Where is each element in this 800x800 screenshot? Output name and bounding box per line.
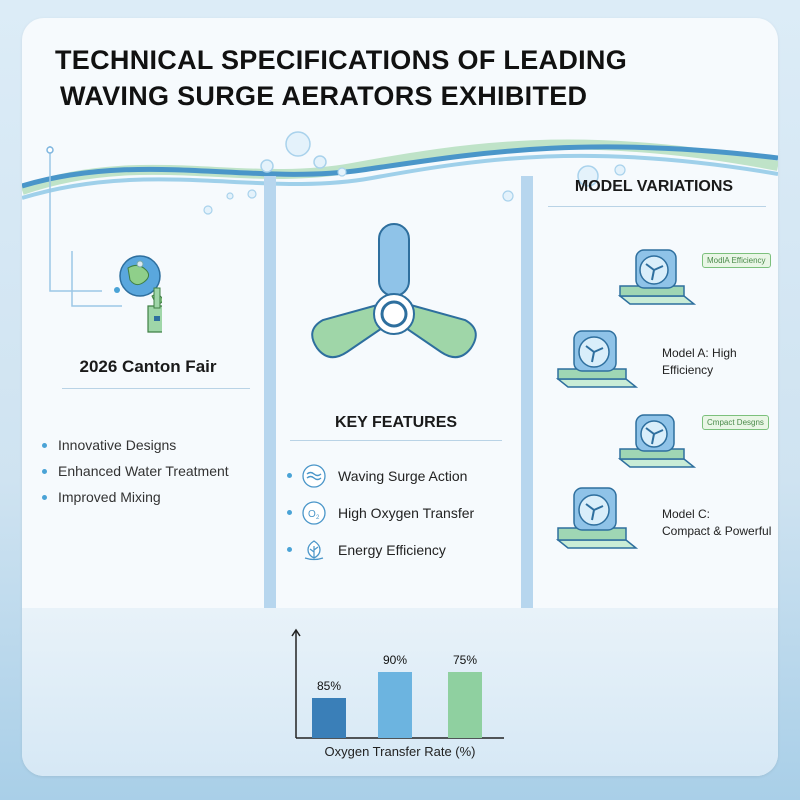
- aerator-model-image: [555, 330, 639, 388]
- title-line-1: TECHNICAL SPECIFICATIONS OF LEADING: [55, 45, 628, 75]
- page-title: TECHNICAL SPECIFICATIONS OF LEADING WAVI…: [55, 42, 627, 114]
- bubble-icon: [502, 190, 514, 202]
- list-item: Energy Efficiency: [287, 531, 474, 568]
- chart-data-label: 85%: [317, 679, 341, 693]
- left-heading: 2026 Canton Fair: [79, 357, 217, 376]
- left-heading-rule: [62, 388, 250, 389]
- bubble-icon: [577, 165, 599, 187]
- bubble-icon: [313, 155, 327, 169]
- chart-data-label: 75%: [453, 653, 477, 667]
- wave-banner-illustration: [22, 131, 778, 215]
- column-divider: [521, 176, 533, 616]
- model-label-line: Compact & Powerful: [662, 524, 772, 538]
- right-heading-rule: [548, 206, 766, 207]
- list-item: O 2 High Oxygen Transfer: [287, 494, 474, 531]
- title-line-2: WAVING SURGE AERATORS EXHIBITED: [60, 81, 588, 111]
- list-item: Waving Surge Action: [287, 457, 474, 494]
- model-label-line: Model A: High: [662, 346, 737, 360]
- globe-factory-icon: [46, 146, 162, 333]
- bullet-dot: [287, 510, 292, 515]
- leaf-icon: [304, 539, 324, 560]
- feature-label: Energy Efficiency: [338, 541, 446, 558]
- wave-icon: [302, 463, 326, 488]
- bubble-icon: [337, 167, 347, 177]
- chart-bar: [312, 698, 346, 738]
- aerator-model-image: [617, 414, 697, 468]
- model-label-line: Model C:: [662, 507, 711, 521]
- list-item: Improved Mixing: [40, 484, 229, 510]
- bubble-icon: [247, 189, 257, 199]
- model-tag: Cmpact Desgns: [702, 415, 769, 430]
- svg-text:2: 2: [316, 515, 320, 521]
- feature-list: Waving Surge Action O 2 High Oxygen Tran…: [287, 457, 474, 568]
- chart-y-axis-arrow: [291, 628, 301, 637]
- chart-bar: [448, 672, 482, 738]
- column-divider: [264, 176, 276, 616]
- center-heading: KEY FEATURES: [334, 414, 458, 431]
- list-item: Enhanced Water Treatment: [40, 458, 229, 484]
- model-label-line: Efficiency: [662, 363, 714, 377]
- model-tag: ModlA Efficiency: [702, 253, 771, 268]
- bubble-icon: [226, 192, 234, 200]
- right-heading: MODEL VARIATIONS: [574, 178, 734, 195]
- bullet-dot: [287, 473, 292, 478]
- feature-label: Waving Surge Action: [338, 467, 468, 484]
- bubble-icon: [614, 164, 626, 176]
- bubble-icon: [203, 205, 213, 215]
- bullet-dot: [287, 547, 292, 552]
- aerator-propeller-icon: [311, 223, 477, 359]
- bubble-icon: [260, 159, 274, 173]
- chart-data-label: 90%: [383, 653, 407, 667]
- model-label: Model A: High Efficiency: [662, 345, 737, 379]
- oxygen-transfer-bar-chart: 85% 90% 75%: [291, 628, 504, 739]
- chart-bar: [378, 672, 412, 738]
- aerator-model-image: [617, 249, 697, 305]
- model-label: Model C: Compact & Powerful: [662, 506, 771, 540]
- bubble-icon: [285, 131, 311, 157]
- feature-label: High Oxygen Transfer: [338, 504, 475, 521]
- chart-x-label: Oxygen Transfer Rate (%): [324, 744, 476, 759]
- left-bullet-list: Innovative Designs Enhanced Water Treatm…: [40, 432, 229, 510]
- aerator-model-image: [555, 487, 639, 549]
- list-item: Innovative Designs: [40, 432, 229, 458]
- svg-text:O: O: [308, 509, 316, 520]
- center-heading-rule: [290, 440, 502, 441]
- o2-icon: O 2: [302, 500, 326, 525]
- infographic-card: TECHNICAL SPECIFICATIONS OF LEADING WAVI…: [22, 18, 778, 776]
